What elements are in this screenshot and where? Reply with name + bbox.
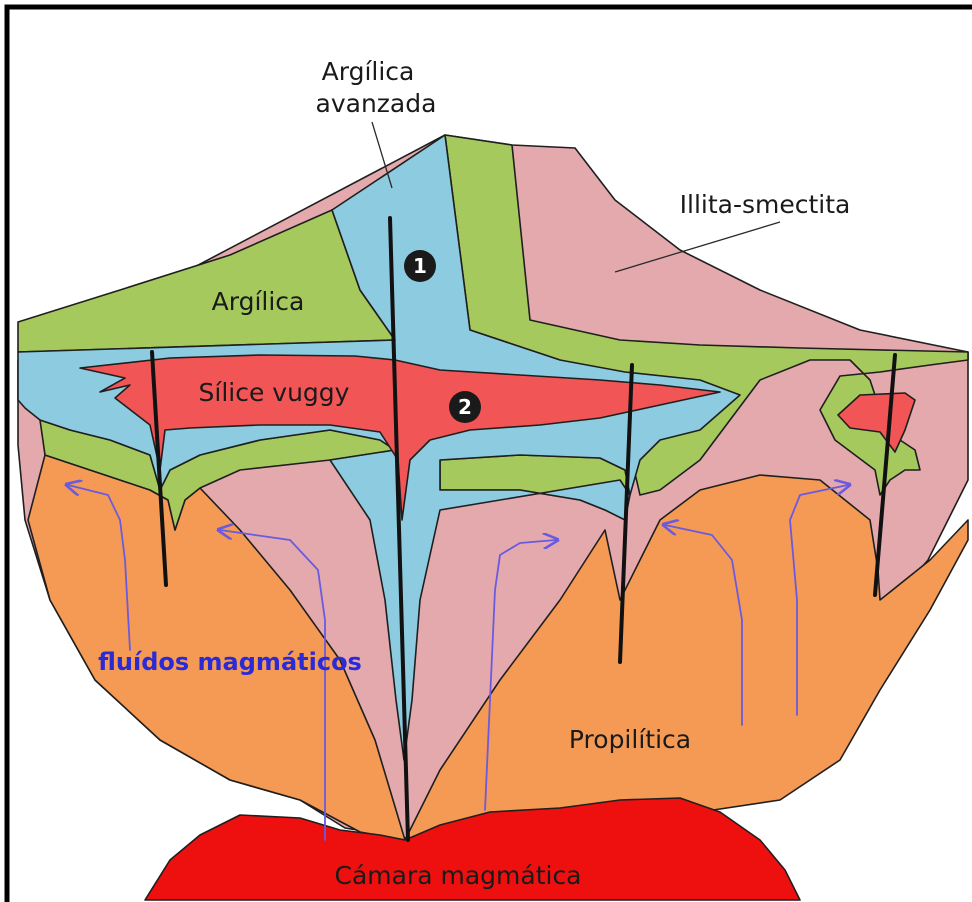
- advanced-argillic-label-line1: Argílica: [322, 57, 415, 86]
- advanced-argillic-label-line2: avanzada: [316, 89, 437, 118]
- marker-1-text: 1: [413, 254, 427, 278]
- marker-1: 1: [404, 250, 436, 282]
- marker-2-text: 2: [458, 395, 472, 419]
- magmatic-fluids-label: fluídos magmáticos: [98, 648, 362, 676]
- argillic-label: Argílica: [212, 287, 305, 316]
- vuggy-silica-label: Sílice vuggy: [199, 378, 350, 407]
- propylitic-label: Propilítica: [569, 725, 691, 754]
- magma-chamber-label: Cámara magmática: [334, 861, 581, 890]
- illite-smectite-label: Illita-smectita: [680, 190, 851, 219]
- marker-2: 2: [449, 391, 481, 423]
